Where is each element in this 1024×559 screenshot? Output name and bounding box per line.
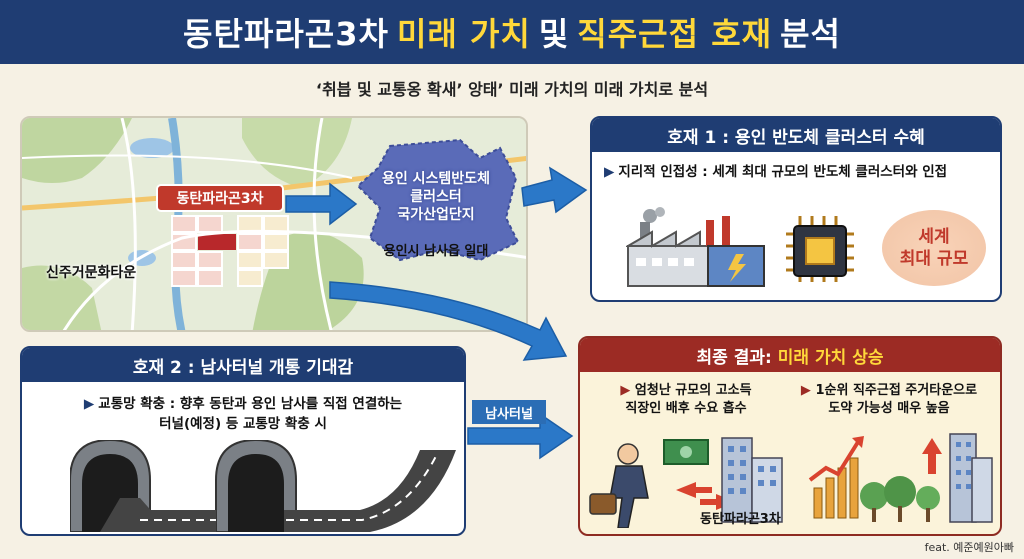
subtitle: ‘취븝 및 교통옹 확새’ 앙태’ 미래 가치의 미래 가치로 분석 (315, 80, 709, 99)
site-label: 동탄파라곤3차 (156, 184, 284, 212)
town-label: 신주거문화타운 (46, 265, 137, 281)
result-title: 최종 결과: 미래 가치 상승 (580, 338, 1000, 372)
title-part1: 동탄파라곤3차 (183, 15, 389, 53)
factory-icon (626, 207, 765, 287)
title-part3: 분석 (780, 15, 841, 53)
building-icon (721, 437, 783, 523)
result-panel: 최종 결과: 미래 가치 상승 (578, 336, 1002, 536)
benefit2-bullet: ▶교통망 확충 : 향후 동탄과 용인 남사를 직접 연결하는 터널(예정) 등… (83, 396, 403, 432)
world-scale-badge: 세계 최대 규모 (882, 210, 986, 286)
arrow-map-to-result (329, 281, 568, 361)
result-building-label: 동탄파라곤3차 (700, 512, 781, 527)
tree-icon (860, 476, 940, 522)
title-highlight-value: 미래 가치 (396, 15, 531, 53)
benefit2-title: 호재 2 : 남사터널 개통 기대감 (22, 348, 464, 382)
arrow-complex-to-benefit1 (521, 166, 588, 214)
tunnel-label: 남사터널 (472, 400, 546, 424)
arrow-tunnel-to-result (467, 412, 574, 460)
page-header: 동탄파라곤3차 미래 가치 및 직주근접 호재 분석 (0, 0, 1024, 64)
benefit1-bullet: ▶지리적 인접성 : 세계 최대 규모의 반도체 클러스터와 인접 (604, 164, 948, 180)
industrial-complex-region (356, 138, 520, 262)
site-block (198, 234, 236, 250)
growth-chart-icon (808, 433, 993, 523)
region-subtitle: 용인시 남사읍 일대 (383, 244, 489, 259)
result-col1: ▶ 엄청난 규모의 고소득 직장인 배후 수요 흡수 (620, 383, 752, 416)
tunnel-icon (70, 440, 456, 532)
chip-icon (786, 216, 854, 282)
title-highlight-commute: 직주근접 호재 (577, 15, 773, 53)
arrow-site-to-complex (285, 182, 358, 226)
region-name: 용인 시스템반도체 클러스터 국가산업단지 (382, 171, 490, 223)
credit-text: feat. 예준예원아빠 (924, 541, 1014, 554)
businessman-icon (589, 437, 783, 528)
benefit1-title: 호재 1 : 용인 반도체 클러스터 수혜 (592, 118, 1000, 152)
result-col2: ▶ 1순위 직주근접 주거타운으로 도약 가능성 매우 높음 (800, 383, 978, 416)
title-part2: 및 (538, 15, 570, 53)
